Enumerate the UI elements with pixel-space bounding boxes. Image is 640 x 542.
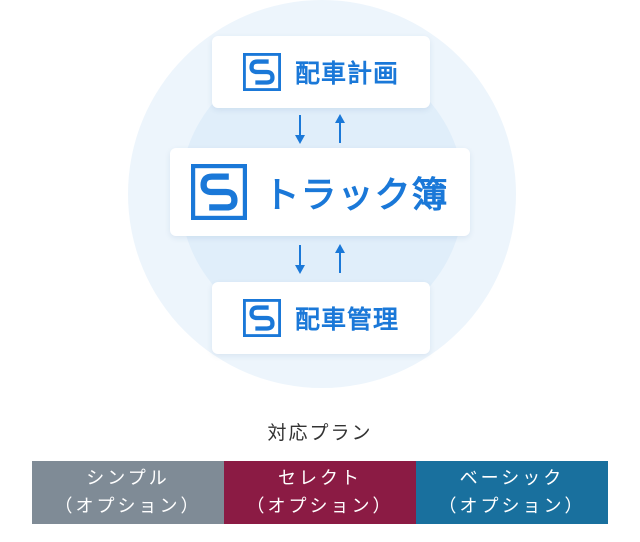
s-logo-icon (242, 299, 281, 337)
plan-select: セレクト （オプション） (224, 461, 416, 524)
plan-simple: シンプル （オプション） (32, 461, 224, 524)
truck-bo-card: トラック簿 (170, 148, 470, 236)
plan-name: セレクト (278, 467, 362, 489)
arrow-down-icon (293, 115, 307, 145)
haisha-kanri-label: 配車管理 (294, 305, 399, 334)
plans-title: 対応プラン (267, 422, 373, 444)
plan-note: （オプション） (438, 495, 586, 517)
plan-note: （オプション） (54, 495, 202, 517)
haisha-keikaku-label: 配車計画 (294, 59, 399, 88)
truck-bo-label: トラック簿 (263, 175, 449, 216)
arrow-down-icon (293, 245, 307, 275)
plan-name: ベーシック (459, 467, 565, 489)
s-logo-icon (191, 164, 248, 220)
plan-note: （オプション） (246, 495, 394, 517)
haisha-kanri-card: 配車管理 (212, 282, 430, 354)
plans-bar: シンプル （オプション） セレクト （オプション） ベーシック （オプション） (32, 461, 608, 524)
arrow-up-icon (333, 113, 347, 143)
plan-name: シンプル (86, 467, 170, 489)
s-logo-icon (242, 53, 281, 91)
haisha-keikaku-card: 配車計画 (212, 36, 430, 108)
arrow-up-icon (333, 243, 347, 273)
plan-basic: ベーシック （オプション） (416, 461, 608, 524)
